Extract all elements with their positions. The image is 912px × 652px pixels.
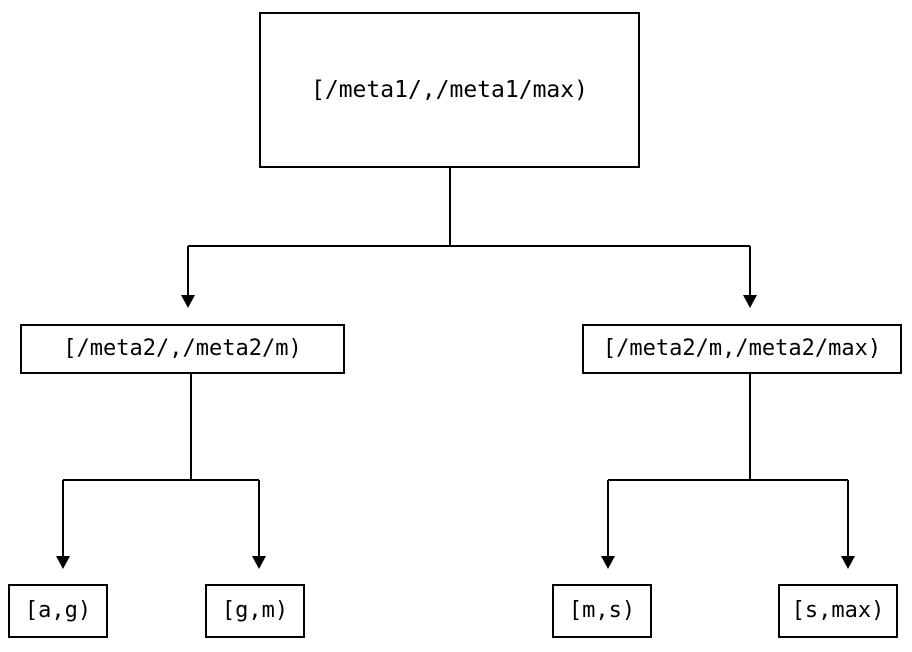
arrowhead-mid-left-to-leaf-gm <box>252 556 266 569</box>
tree-node-mid-left[interactable]: [/meta2/,/meta2/m) <box>20 324 345 374</box>
arrowhead-root-to-mid-left <box>181 295 195 308</box>
tree-node-leaf-ms-label: [m,s) <box>568 598 636 623</box>
edge-root-to-mid-level <box>181 168 757 308</box>
tree-node-root[interactable]: [/meta1/,/meta1/max) <box>259 12 640 168</box>
arrowhead-mid-right-to-leaf-ms <box>601 556 615 569</box>
tree-node-leaf-gm-label: [g,m) <box>221 598 289 623</box>
arrowhead-root-to-mid-right <box>743 295 757 308</box>
arrowhead-mid-left-to-leaf-ag <box>56 556 70 569</box>
edge-mid-right-to-leaves <box>601 374 855 569</box>
tree-node-leaf-smax-label: [s,max) <box>791 598 885 623</box>
tree-node-leaf-gm[interactable]: [g,m) <box>205 584 305 638</box>
tree-node-leaf-ag-label: [a,g) <box>24 598 92 623</box>
tree-node-mid-right-label: [/meta2/m,/meta2/max) <box>602 336 882 361</box>
tree-node-leaf-ag[interactable]: [a,g) <box>8 584 108 638</box>
tree-node-leaf-smax[interactable]: [s,max) <box>778 584 898 638</box>
arrowhead-mid-right-to-leaf-smax <box>841 556 855 569</box>
tree-node-leaf-ms[interactable]: [m,s) <box>552 584 652 638</box>
tree-node-mid-right[interactable]: [/meta2/m,/meta2/max) <box>582 324 902 374</box>
tree-node-mid-left-label: [/meta2/,/meta2/m) <box>63 336 302 361</box>
tree-node-root-label: [/meta1/,/meta1/max) <box>311 76 588 103</box>
edge-mid-left-to-leaves <box>56 374 266 569</box>
